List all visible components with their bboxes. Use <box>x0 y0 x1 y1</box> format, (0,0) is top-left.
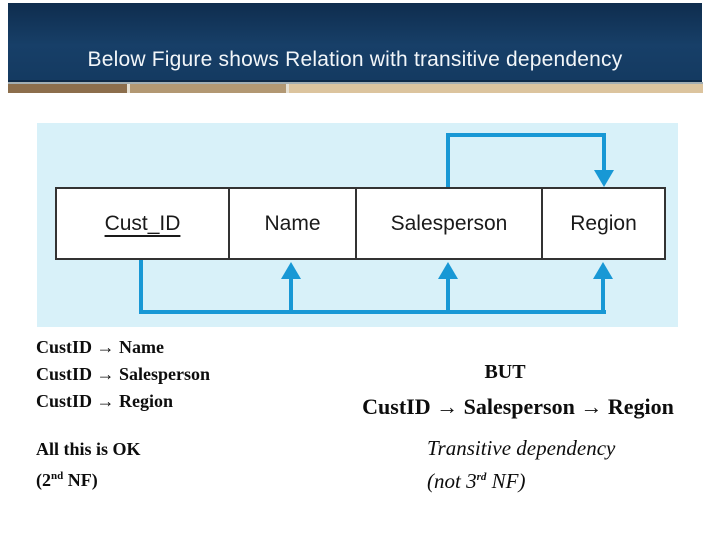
dependency-line: CustID → Salesperson <box>36 364 211 384</box>
ordinal-superscript: rd <box>476 471 487 483</box>
but-label: BUT <box>484 361 526 383</box>
column-name: Name <box>230 189 357 258</box>
stripe-divider <box>127 84 130 93</box>
column-name-label: Name <box>264 211 321 235</box>
transitive-chain: CustID → Salesperson → Region <box>362 394 674 419</box>
ok-line: All this is OK <box>36 439 141 459</box>
key-arrow-stem-region <box>601 279 605 310</box>
relation-table: Cust_ID Name Salesperson Region <box>55 187 666 260</box>
column-cust-id: Cust_ID <box>57 189 230 258</box>
key-arrow-vertical-from-cust-id <box>139 260 143 314</box>
key-arrow-horizontal <box>139 310 606 314</box>
transitive-note: Transitive dependency (not 3rd NF) <box>427 434 615 496</box>
medium-tan-stripe <box>130 84 286 93</box>
column-cust-id-label: Cust_ID <box>104 211 181 235</box>
ordinal-superscript: nd <box>51 470 64 482</box>
not-third-nf-line: (not 3rd NF) <box>427 469 526 493</box>
transitive-arrow-vertical-to-region <box>602 133 606 170</box>
ok-note: All this is OK (2nd NF) <box>36 436 210 494</box>
key-arrow-stem-name <box>289 279 293 310</box>
arrowhead-up-name <box>281 262 301 279</box>
column-region: Region <box>543 189 664 258</box>
stripe-divider <box>286 84 289 93</box>
dependency-line: CustID → Name <box>36 337 164 357</box>
transitive-label: Transitive dependency <box>427 436 616 460</box>
second-nf-line: (2nd NF) <box>36 470 98 490</box>
arrowhead-up-region <box>593 262 613 279</box>
diagram-panel: Cust_ID Name Salesperson Region <box>37 123 678 327</box>
slide-title: Below Figure shows Relation with transit… <box>87 48 623 71</box>
title-bar: Below Figure shows Relation with transit… <box>8 3 702 82</box>
column-salesperson: Salesperson <box>357 189 543 258</box>
transitive-arrow-vertical-from-salesperson <box>446 133 450 187</box>
arrowhead-down-region <box>594 170 614 187</box>
column-region-label: Region <box>570 211 637 235</box>
arrowhead-up-salesperson <box>438 262 458 279</box>
dependency-notes: CustID → Name CustID → Salesperson CustI… <box>36 334 210 494</box>
light-tan-stripe <box>289 84 703 93</box>
key-arrow-stem-salesperson <box>446 279 450 310</box>
accent-stripe-row <box>8 82 703 93</box>
column-salesperson-label: Salesperson <box>390 211 508 235</box>
transitive-arrow-horizontal <box>446 133 606 137</box>
dependency-line: CustID → Region <box>36 391 174 411</box>
dark-tan-stripe <box>8 84 127 93</box>
